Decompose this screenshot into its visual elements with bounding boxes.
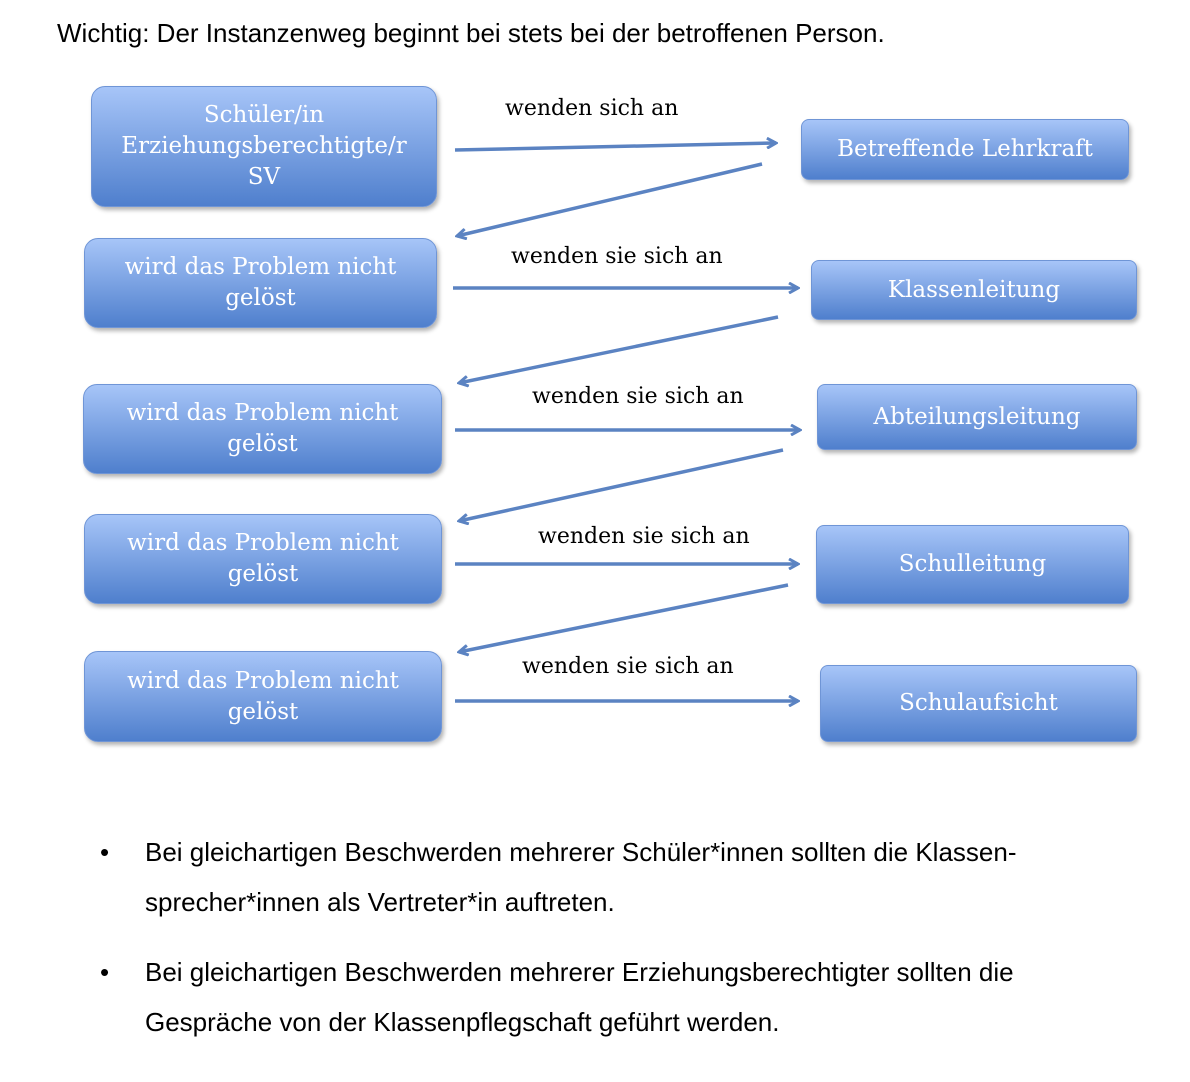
box-schulaufsicht: Schulaufsicht (820, 665, 1137, 742)
bullet-text: Bei gleichartigen Beschwerden mehrerer S… (145, 837, 1017, 917)
box-not-solved-4: wird das Problem nicht gelöst (84, 651, 442, 742)
box-not-solved-2: wird das Problem nicht gelöst (83, 384, 442, 474)
arrow-label-5: wenden sie sich an (520, 654, 736, 679)
box-schulleitung: Schulleitung (816, 525, 1129, 604)
arrow-back-3 (459, 448, 784, 521)
bullet-icon: • (100, 837, 110, 867)
arrow-back-2 (459, 315, 779, 383)
bullet-item-1: • Bei gleichartigen Beschwerden mehrerer… (100, 827, 1140, 927)
box-schueler: Schüler/in Erziehungsberechtigte/r SV (91, 86, 437, 207)
bullet-icon: • (100, 957, 110, 987)
page-title: Wichtig: Der Instanzenweg beginnt bei st… (57, 18, 885, 48)
box-not-solved-1: wird das Problem nicht gelöst (84, 238, 437, 328)
arrow-back-1 (457, 162, 763, 236)
box-klassenleitung: Klassenleitung (811, 260, 1137, 320)
arrow-label-1: wenden sich an (503, 96, 681, 121)
arrow-label-3: wenden sie sich an (530, 384, 746, 409)
bullet-text: Bei gleichartigen Beschwerden mehrerer E… (145, 957, 1014, 1037)
arrow-label-4: wenden sie sich an (536, 524, 752, 549)
box-lehrkraft: Betreffende Lehrkraft (801, 119, 1129, 180)
bullet-item-2: • Bei gleichartigen Beschwerden mehrerer… (100, 947, 1140, 1047)
box-abteilungsleitung: Abteilungsleitung (817, 384, 1137, 450)
box-not-solved-3: wird das Problem nicht gelöst (84, 514, 442, 604)
arrow-label-2: wenden sie sich an (509, 244, 725, 269)
arrow-right-1 (454, 143, 776, 152)
arrow-back-4 (459, 583, 789, 652)
